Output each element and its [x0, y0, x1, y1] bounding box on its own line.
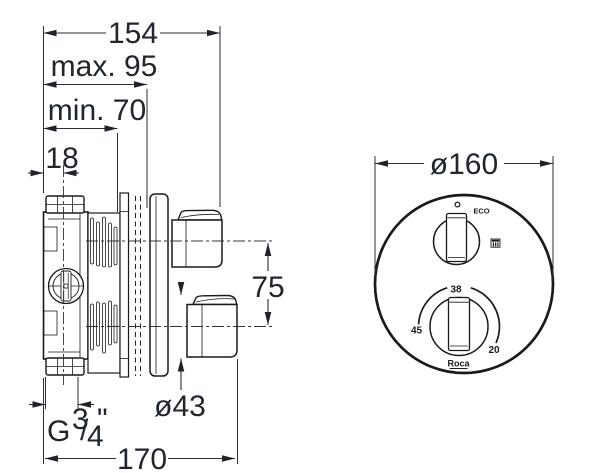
dim-160: ø160	[374, 148, 554, 280]
wall-line	[135, 196, 141, 376]
escutcheon-plate-front	[373, 193, 555, 375]
shower-icon	[490, 238, 501, 248]
dim-label-154: 154	[108, 17, 158, 50]
dim-75: 75	[251, 242, 285, 326]
dim-label-170: 170	[117, 443, 167, 473]
front-view: ø160 ECO 38 45	[373, 148, 555, 375]
temperature-knob-front: 38 45 20	[411, 285, 501, 357]
dim-min-70: min. 70	[43, 94, 146, 212]
thread-label-g: G	[47, 415, 70, 448]
hex-fitting-top	[45, 195, 85, 214]
mounting-plate	[119, 192, 130, 378]
dim-label-max-95: max. 95	[51, 50, 158, 83]
flow-knob-front: ECO	[432, 201, 501, 266]
thread-label-den: 4	[87, 420, 104, 453]
index-dot-icon	[454, 201, 461, 208]
temperature-scale-arc-left	[417, 286, 448, 325]
hex-fitting-bottom	[45, 357, 85, 376]
dim-label-160: ø160	[430, 148, 498, 181]
eco-label: ECO	[473, 207, 489, 216]
temp-label-45: 45	[411, 326, 423, 337]
dim-18: 18	[28, 142, 79, 177]
dim-170: 170	[43, 359, 238, 473]
dim-43: ø43	[154, 282, 206, 423]
top-handle-side	[171, 209, 223, 268]
centerlines	[63, 165, 273, 385]
brand-logo: Roca	[447, 359, 470, 369]
brand-text: Roca	[447, 359, 470, 369]
side-view: 154 max. 95 min. 70 18 75 ø43	[28, 17, 285, 473]
temp-label-20: 20	[488, 345, 500, 356]
threaded-sleeve	[87, 212, 121, 374]
dim-154: 154	[43, 17, 221, 207]
thread-label-num: 3	[72, 403, 89, 436]
dim-label-75: 75	[251, 271, 284, 304]
temperature-knob-grip	[447, 296, 471, 352]
dim-max-95: max. 95	[43, 50, 158, 208]
thread-label-inch: "	[97, 403, 108, 436]
inlet-port-top	[43, 226, 58, 252]
thread-label-slash: /	[80, 414, 89, 447]
dim-g34: G 3 / 4 "	[29, 377, 108, 453]
cartridge-circle	[47, 267, 85, 305]
dim-label-18: 18	[45, 142, 78, 175]
temperature-scale-arc-right	[470, 286, 501, 344]
temp-label-38: 38	[450, 285, 462, 296]
bottom-handle-side	[186, 294, 238, 358]
flow-knob-grip	[445, 212, 468, 263]
inlet-port-bottom	[43, 310, 58, 336]
dim-label-43: ø43	[154, 390, 206, 423]
dim-label-min-70: min. 70	[48, 94, 146, 127]
escutcheon-flange	[149, 193, 169, 377]
